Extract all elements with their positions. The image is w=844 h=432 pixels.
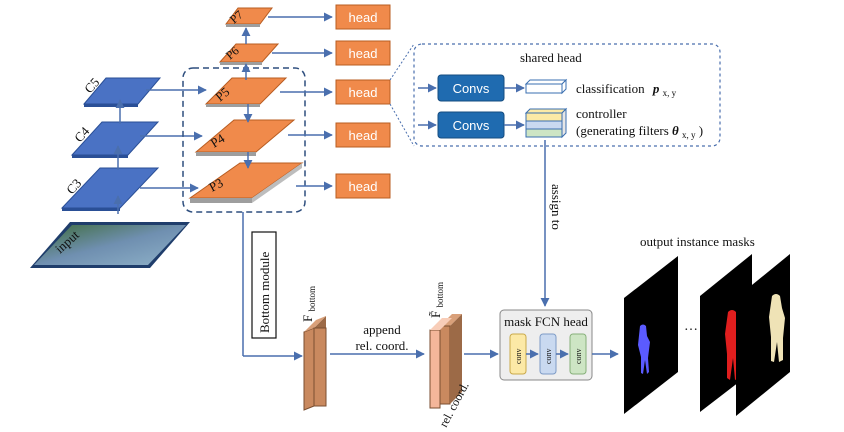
classification-label: classification p x, y	[576, 81, 677, 98]
bottom-module-box: Bottom module	[251, 231, 277, 339]
controller-label-line1: controller	[576, 106, 627, 121]
head-p6: head	[335, 40, 391, 66]
append-label-line1: append	[363, 322, 401, 337]
fpn: P3 P4 P5 P6 P7	[182, 7, 333, 213]
shared-head-box	[413, 43, 721, 147]
convs-classification-label: Convs	[453, 81, 490, 96]
controller-label-line2: (generating filters θ x, y )	[576, 123, 703, 141]
controller-symbol: θ	[672, 123, 679, 138]
mask-fcn-head: mask FCN head conv conv conv	[499, 309, 593, 381]
output-ellipsis: …	[684, 319, 698, 334]
shared-head: shared head Convs classification p x, y …	[389, 43, 721, 147]
input-image	[30, 222, 190, 268]
p3-label: P3	[206, 175, 225, 195]
head-p3-label: head	[349, 179, 378, 194]
output-mask-1	[624, 256, 678, 414]
assign-to-label: assign to	[549, 184, 564, 230]
head-p7-label: head	[349, 10, 378, 25]
mask-conv-3	[569, 333, 587, 375]
classification-tensor	[524, 78, 568, 95]
output-masks: …	[624, 254, 790, 416]
convs-controller-label: Convs	[453, 118, 490, 133]
mask-conv-1-label: conv	[514, 348, 523, 364]
head-p6-label: head	[349, 46, 378, 61]
head-p4: head	[335, 122, 391, 148]
classification-subscript: x, y	[663, 88, 677, 98]
classification-text: classification	[576, 81, 645, 96]
controller-subscript: x, y	[682, 130, 696, 140]
f-bottom-label: F bottom	[300, 286, 317, 322]
f-tilde-symbol: F̃	[428, 311, 443, 318]
backbone: input C3 C4 C5	[30, 75, 207, 268]
f-tilde-sub: bottom	[435, 282, 445, 308]
mask-conv-2-label: conv	[544, 348, 553, 364]
f-tilde-bottom-feature	[429, 314, 462, 409]
head-p5: head	[335, 79, 391, 105]
append-label-line2: rel. coord.	[355, 338, 408, 353]
mask-conv-3-label: conv	[574, 348, 583, 364]
shared-head-title: shared head	[520, 50, 582, 65]
bottom-module-label: Bottom module	[257, 252, 272, 333]
f-bottom-symbol: F	[300, 315, 315, 322]
head-p3: head	[335, 173, 391, 199]
controller-tensor	[524, 107, 568, 139]
mask-3-person	[769, 294, 785, 362]
mask-fcn-head-title: mask FCN head	[504, 314, 588, 329]
f-bottom-feature	[303, 316, 327, 411]
head-p7: head	[335, 4, 391, 30]
controller-line2-suffix: )	[699, 123, 703, 138]
head-p4-label: head	[349, 128, 378, 143]
f-tilde-bottom-label: F̃ bottom	[428, 282, 445, 318]
head-p5-label: head	[349, 85, 378, 100]
heads: head head head head head	[335, 4, 391, 199]
output-title: output instance masks	[640, 234, 755, 249]
controller-line2-prefix: (generating filters	[576, 123, 672, 138]
f-bottom-sub: bottom	[307, 286, 317, 312]
mask-1-person	[638, 324, 650, 374]
classification-symbol: p	[652, 81, 660, 96]
